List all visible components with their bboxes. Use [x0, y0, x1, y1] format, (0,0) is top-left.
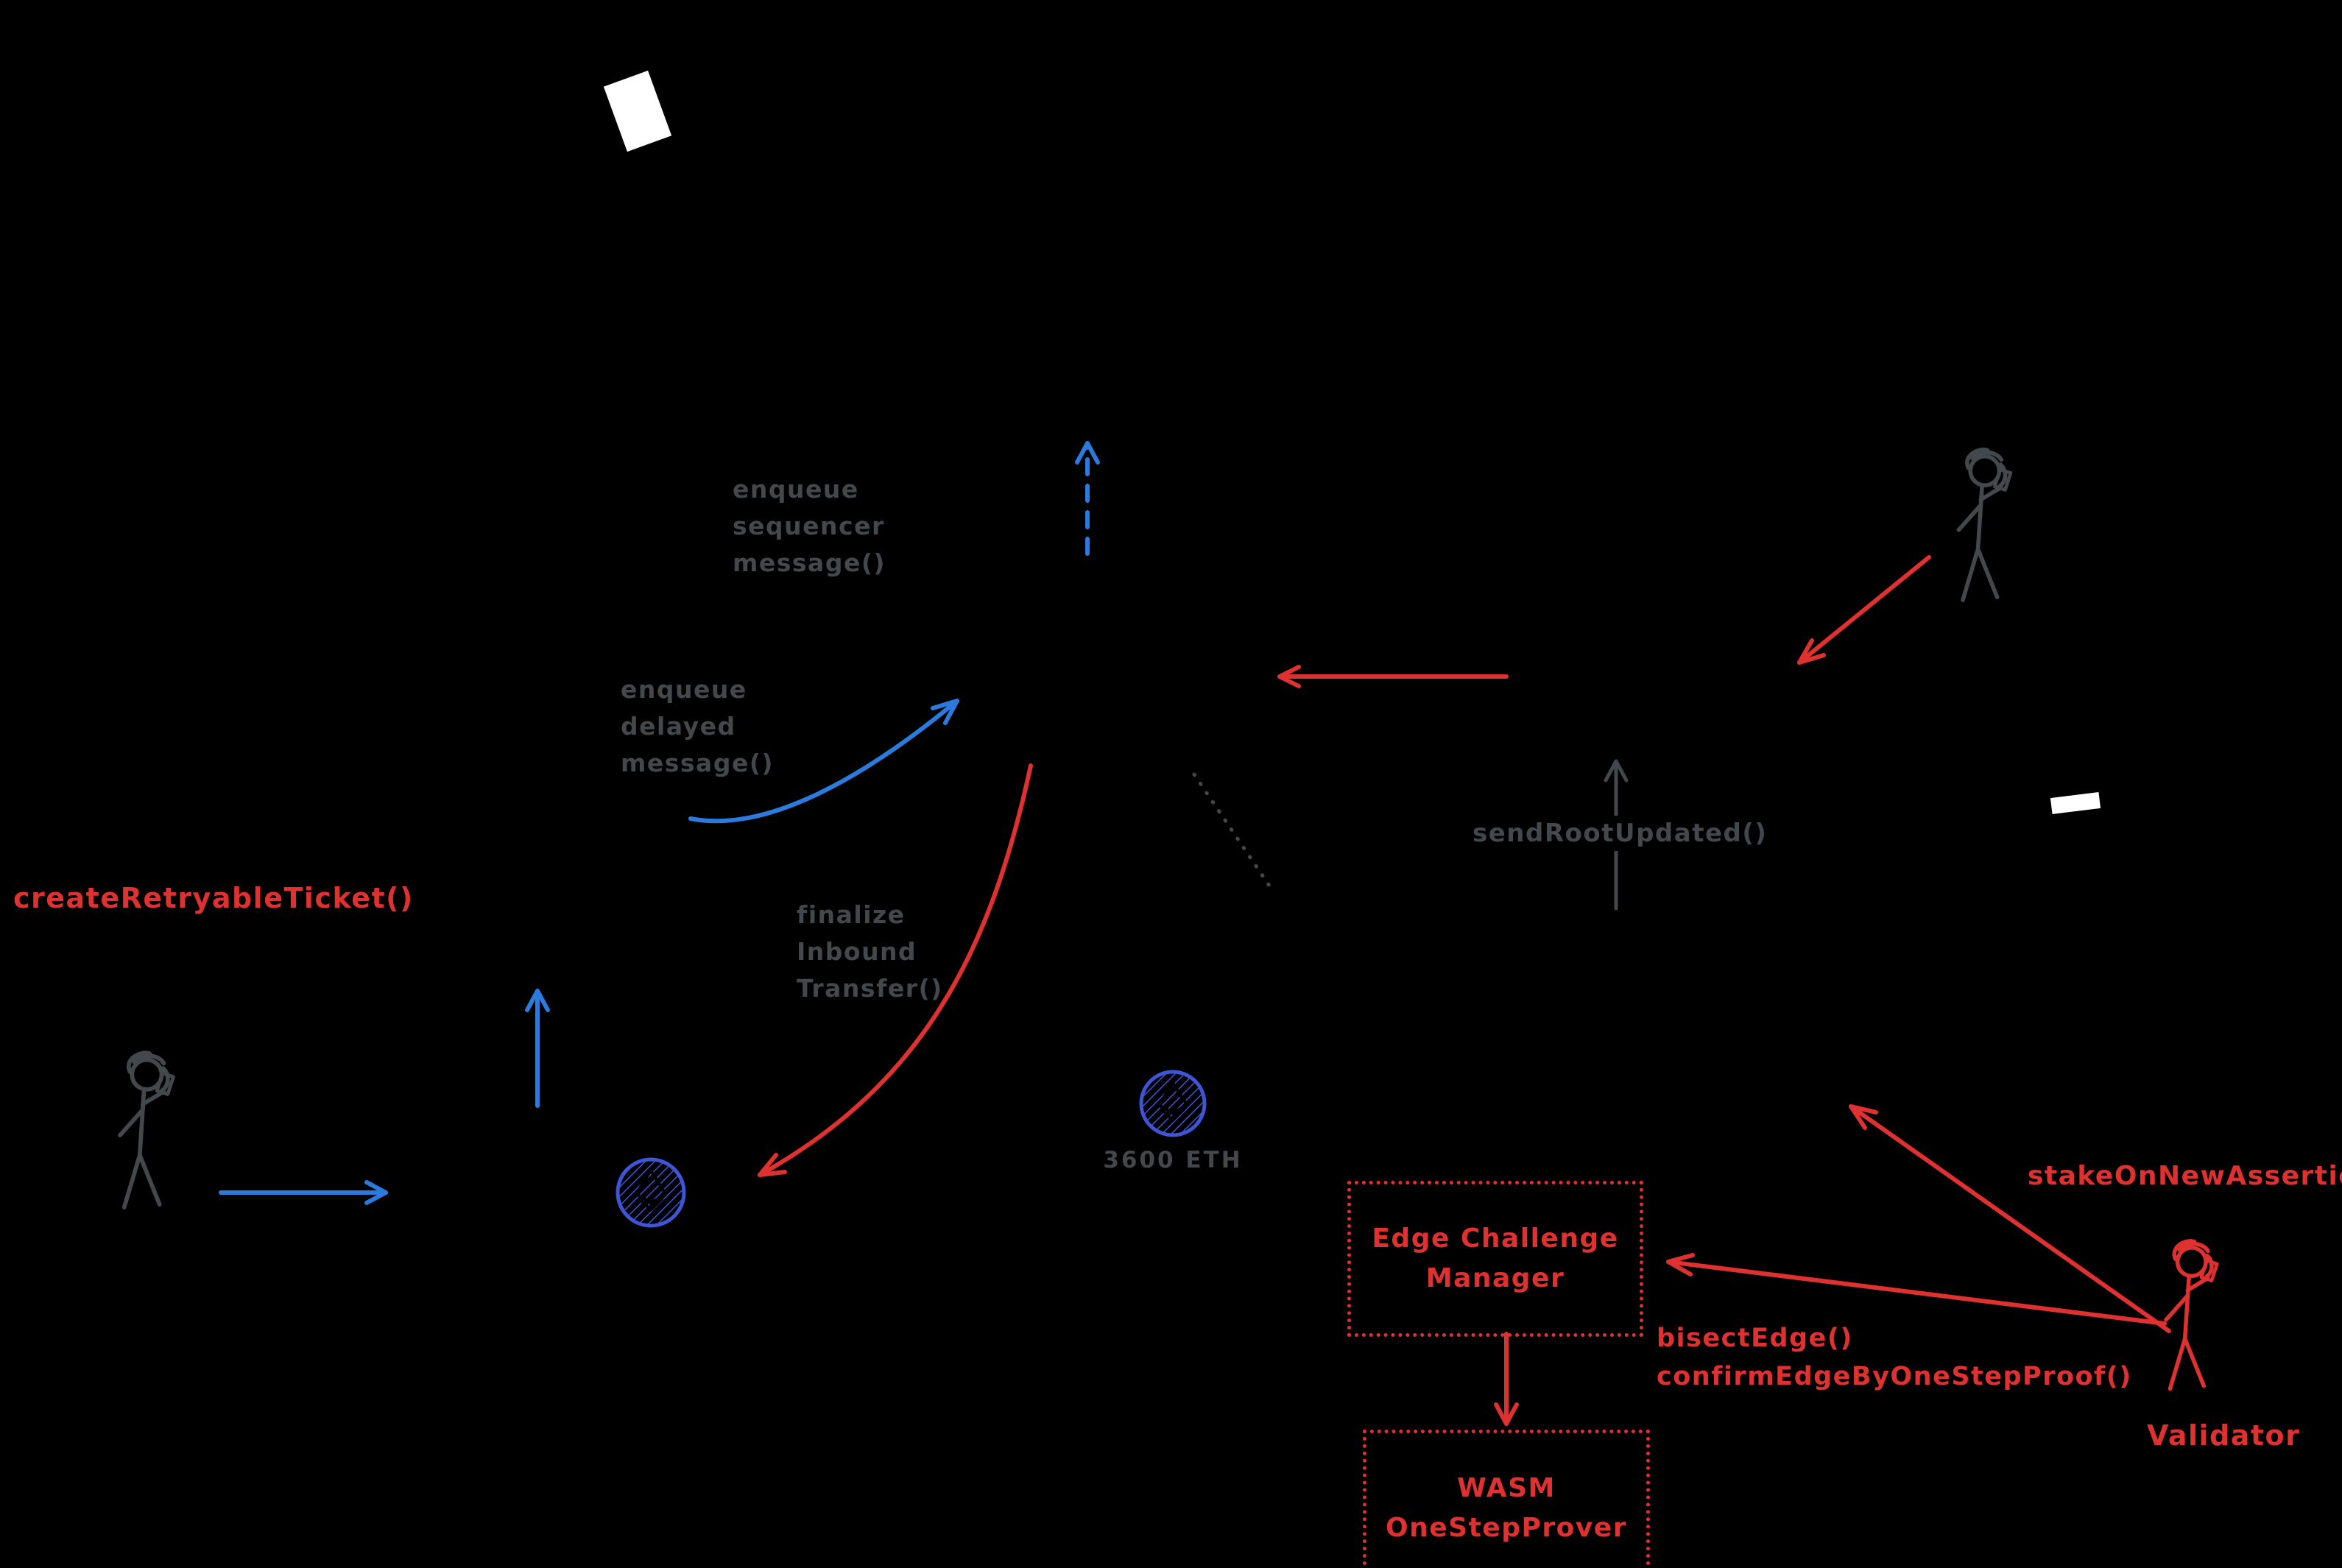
label-bisect-edge: bisectEdge() [1657, 1324, 1853, 1353]
label-line: enqueue [733, 475, 859, 504]
edge-challenge-manager-box: Edge Challenge Manager [1347, 1181, 1643, 1337]
red-arrow-from-proposer [1797, 555, 1931, 665]
label-enqueue-delayed-message: enqueue delayed message() [621, 671, 774, 782]
red-bisect-arrow [1666, 1253, 2167, 1326]
blue-enqueue-curve-arrow [688, 699, 959, 824]
blue-deposit-up-arrow [525, 989, 550, 1108]
label-line: Inbound [797, 937, 917, 966]
proposer-person-figure [1958, 450, 2011, 600]
red-arrow-to-inbox [1277, 665, 1509, 688]
gray-dotted-line [1192, 772, 1276, 894]
label-line: message() [621, 749, 774, 777]
label-line: message() [733, 548, 886, 577]
label-line: finalize [797, 900, 906, 929]
box-line: OneStepProver [1386, 1513, 1627, 1543]
label-line: Transfer() [797, 974, 943, 1003]
box-line: WASM [1457, 1473, 1556, 1503]
label-line: sequencer [733, 512, 885, 540]
label-create-retryable-ticket: createRetryableTicket() [13, 882, 414, 914]
label-eth-amount: 3600 ETH [1103, 1147, 1243, 1173]
validator-person-figure [2166, 1241, 2217, 1389]
red-ecm-to-wasm-arrow [1494, 1332, 1519, 1426]
red-stake-arrow [1849, 1104, 2171, 1333]
label-send-root-updated: sendRootUpdated() [1472, 816, 1766, 851]
box-line: Edge Challenge [1372, 1223, 1619, 1254]
label-confirm-edge-by-one-step-proof: confirmEdgeByOneStepProof() [1657, 1362, 2132, 1391]
label-enqueue-sequencer-message: enqueue sequencer message() [733, 471, 886, 582]
user-person-figure [120, 1053, 173, 1207]
label-line: enqueue [621, 675, 747, 704]
wasm-one-step-prover-box: WASM OneStepProver [1363, 1430, 1650, 1568]
red-finalize-curve-arrow [758, 763, 1033, 1177]
blue-dashed-up-arrow [1075, 441, 1100, 556]
eth-coin-stake-icon [1139, 1070, 1207, 1137]
label-line: delayed [621, 712, 736, 741]
eth-coin-deposit-icon [616, 1157, 686, 1228]
label-finalize-inbound-transfer: finalize Inbound Transfer() [797, 897, 943, 1007]
box-line: Manager [1425, 1263, 1565, 1293]
label-validator: Validator [2147, 1419, 2301, 1452]
blue-user-right-arrow [219, 1180, 388, 1205]
label-stake-on-new-assertion: stakeOnNewAssertion() [2028, 1161, 2342, 1191]
